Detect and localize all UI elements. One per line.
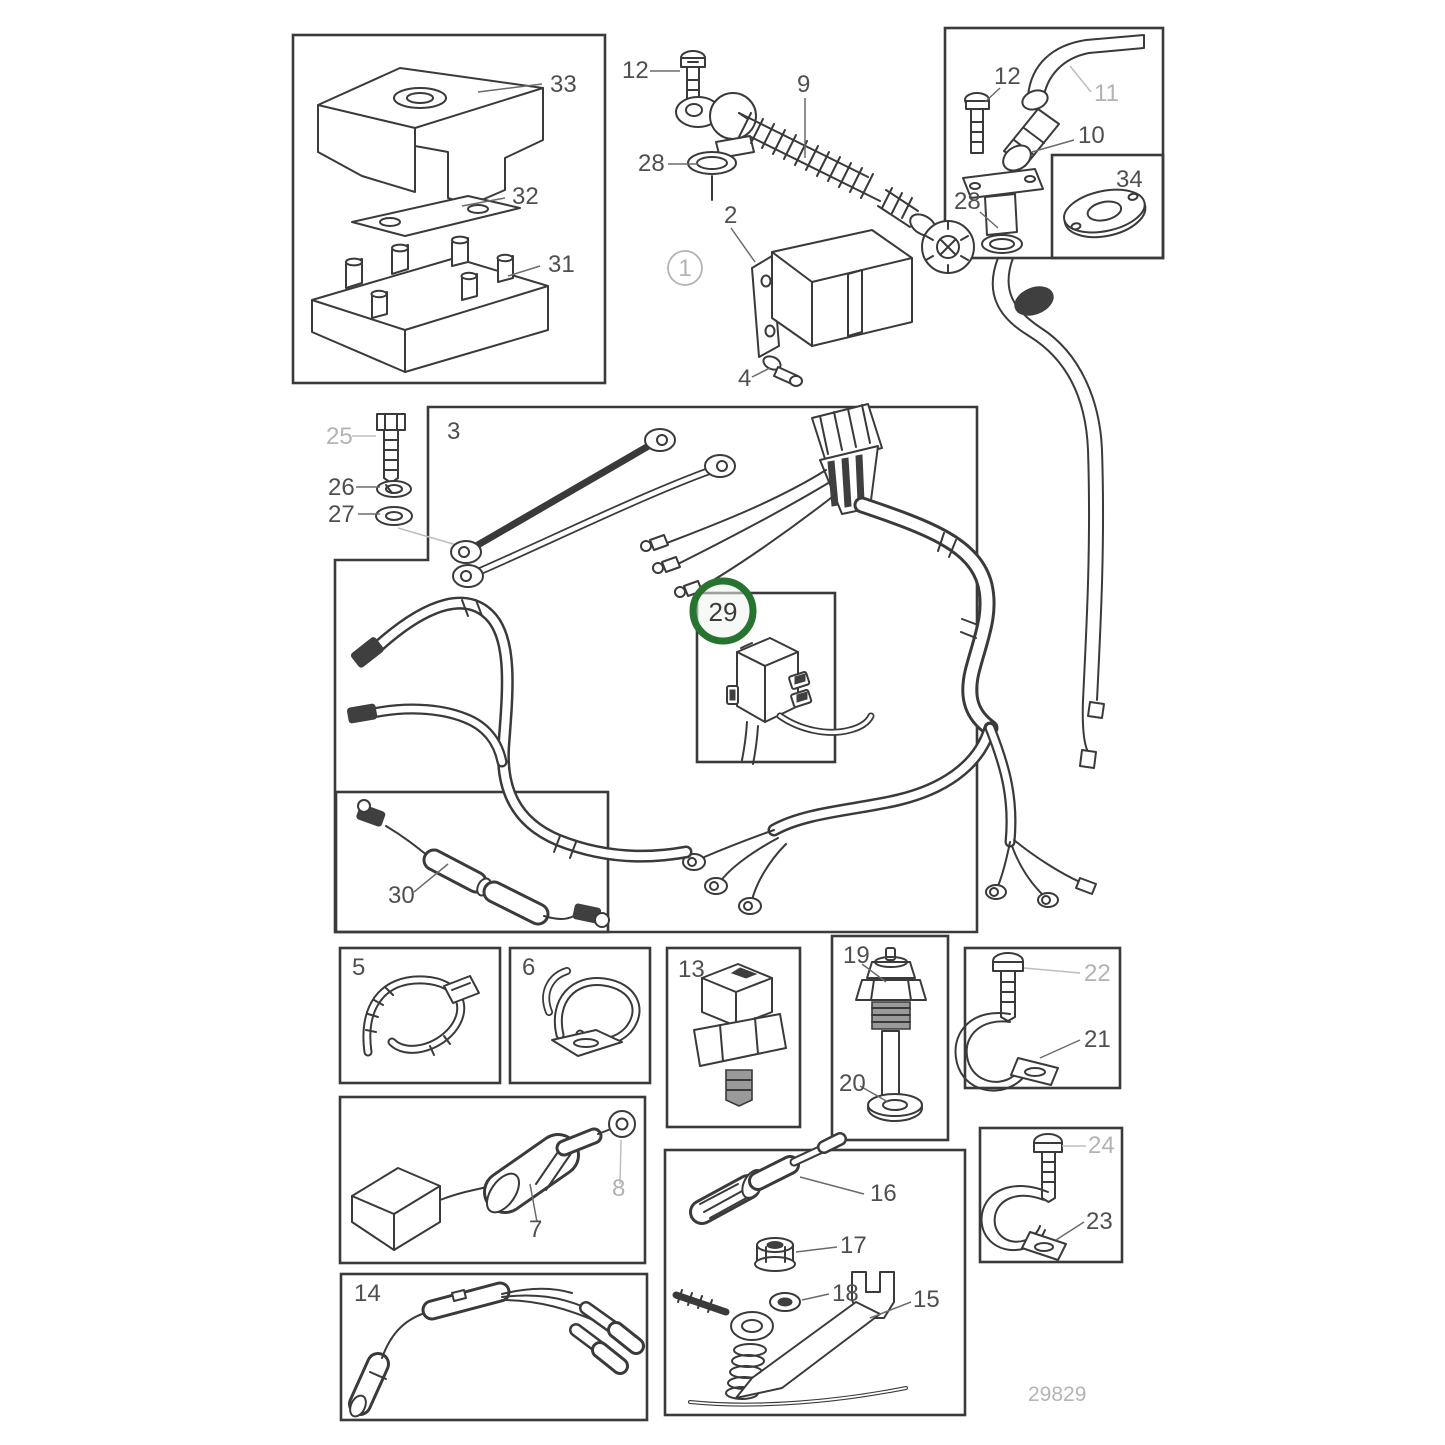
callout-20[interactable]: 20 <box>839 1070 866 1097</box>
callout-5[interactable]: 5 <box>352 954 365 981</box>
glow-plug-set-drawing <box>672 1132 908 1407</box>
callout-21[interactable]: 21 <box>1084 1026 1111 1053</box>
callout-7[interactable]: 7 <box>529 1216 542 1243</box>
callout-13[interactable]: 13 <box>678 956 705 983</box>
callout-19[interactable]: 19 <box>843 942 870 969</box>
callout-22[interactable]: 22 <box>1084 960 1111 987</box>
callout-30[interactable]: 30 <box>388 882 415 909</box>
control-module-drawing <box>667 229 913 387</box>
frame-clamp <box>508 946 652 1085</box>
left-harness-drawing <box>346 596 693 863</box>
connection-drawing <box>962 34 1147 254</box>
frame-p-clamp-2 <box>978 1126 1124 1264</box>
frame-fuse-box <box>291 33 607 385</box>
callout-18[interactable]: 18 <box>832 1280 859 1307</box>
leader-lines <box>352 65 1092 1319</box>
frame-extension-cable <box>334 790 610 934</box>
callout-8[interactable]: 8 <box>612 1175 625 1202</box>
callout-24[interactable]: 24 <box>1088 1132 1115 1159</box>
callout-32[interactable]: 32 <box>512 183 539 210</box>
fuse-box-drawing <box>311 67 549 373</box>
cable-tie-drawing <box>362 975 480 1057</box>
callout-6[interactable]: 6 <box>522 954 535 981</box>
callout-28b[interactable]: 28 <box>954 188 981 215</box>
frame-flange-gasket <box>1050 153 1165 260</box>
stop-solenoid-drawing <box>351 1110 636 1251</box>
frame-pressure-switch <box>665 946 802 1129</box>
frame-relay <box>695 591 837 764</box>
pressure-switch-drawing <box>693 963 787 1107</box>
callout-29-highlighted[interactable]: 29 <box>709 597 738 627</box>
callout-labels: 33 32 31 12 9 28 12 11 10 28 34 2 1 4 25… <box>326 57 1143 1406</box>
callout-2[interactable]: 2 <box>724 202 737 229</box>
frame-solenoid <box>338 1095 647 1265</box>
extension-cable-drawing <box>356 799 610 928</box>
callout-28a[interactable]: 28 <box>638 150 665 177</box>
temp-sensor-drawing <box>855 947 927 1122</box>
frame-p-clamp-1 <box>963 946 1122 1090</box>
callout-23[interactable]: 23 <box>1086 1208 1113 1235</box>
callout-34[interactable]: 34 <box>1116 166 1143 193</box>
callout-33[interactable]: 33 <box>550 71 577 98</box>
callout-25[interactable]: 25 <box>326 423 353 450</box>
frame-cable-tie <box>338 946 502 1085</box>
oil-pressure-sender-drawing <box>675 50 975 274</box>
frame-sensor-harness <box>339 1272 649 1422</box>
frame-temp-sensor <box>830 934 950 1142</box>
p-clamp-2-drawing <box>980 1133 1067 1261</box>
p-clamp-1-drawing <box>954 952 1059 1092</box>
relay-drawing <box>726 637 875 765</box>
callout-31[interactable]: 31 <box>548 251 575 278</box>
callout-27[interactable]: 27 <box>328 501 355 528</box>
callout-14[interactable]: 14 <box>354 1280 381 1307</box>
highlight-ring[interactable] <box>689 577 757 645</box>
frame-glow-plug <box>663 1148 967 1417</box>
callout-3[interactable]: 3 <box>447 418 460 445</box>
callout-10[interactable]: 10 <box>1078 122 1105 149</box>
callout-26[interactable]: 26 <box>328 474 355 501</box>
callout-1[interactable]: 1 <box>678 255 691 282</box>
callout-17[interactable]: 17 <box>840 1232 867 1259</box>
callout-9[interactable]: 9 <box>797 71 810 98</box>
main-harness-drawing <box>450 257 1105 915</box>
callout-4[interactable]: 4 <box>738 365 751 392</box>
highlight-circle-29[interactable] <box>689 577 757 645</box>
callout-11[interactable]: 11 <box>1094 80 1119 107</box>
callout-12a[interactable]: 12 <box>622 57 649 84</box>
cable-clamp-drawing <box>542 967 641 1057</box>
sensor-harness-drawing <box>348 1281 645 1418</box>
callout-15[interactable]: 15 <box>913 1286 940 1313</box>
assembly-ref-circle <box>667 250 703 286</box>
callout-16[interactable]: 16 <box>870 1180 897 1207</box>
drawing-number: 29829 <box>1028 1383 1086 1406</box>
terminal-hardware-drawing <box>375 413 461 547</box>
callout-12b[interactable]: 12 <box>994 63 1021 90</box>
